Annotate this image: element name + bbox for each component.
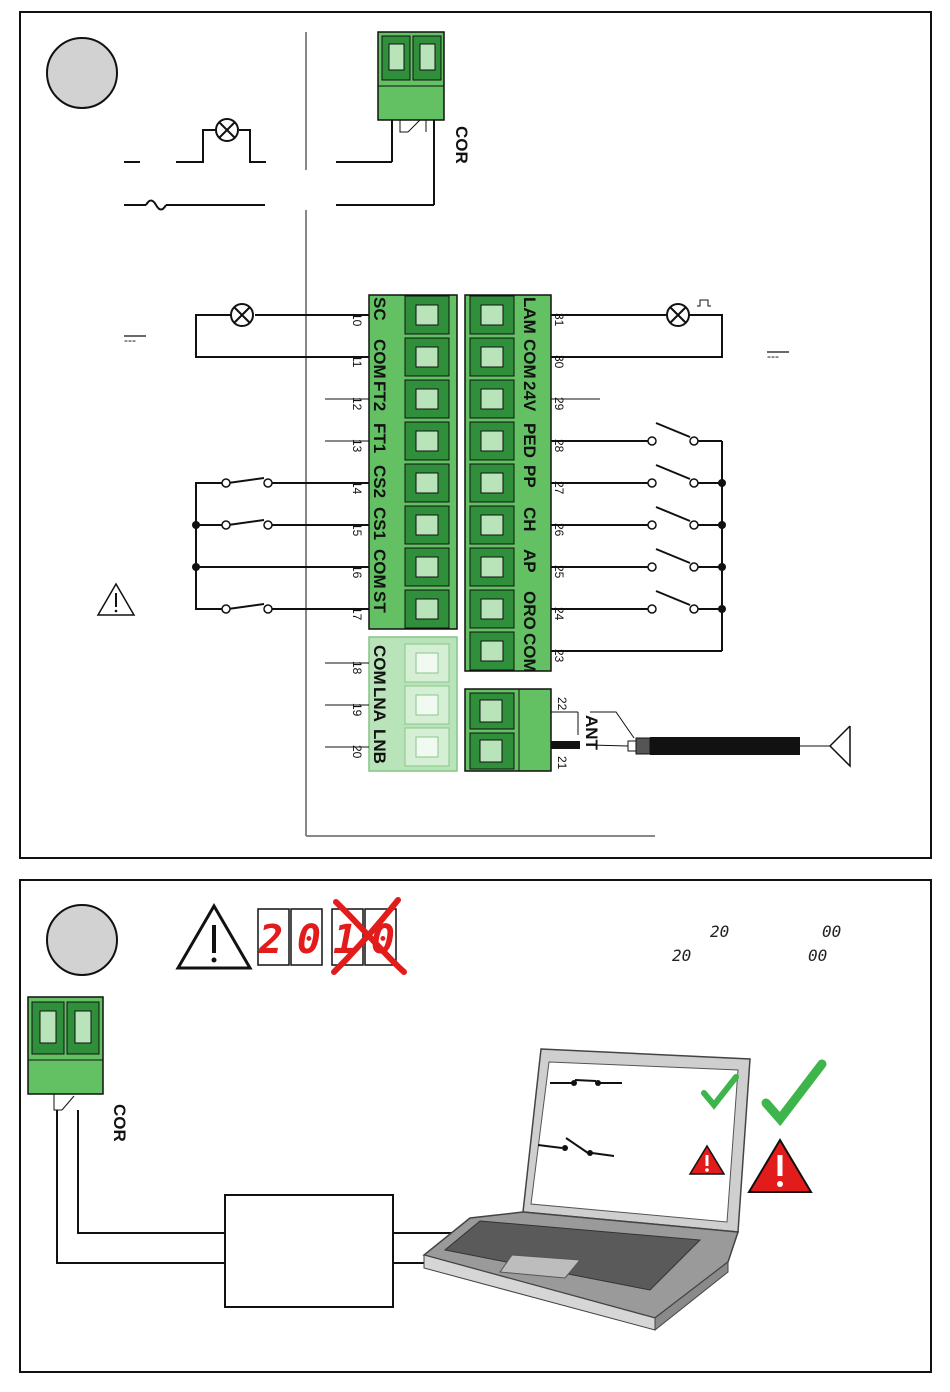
dc-symbol-left: --- — [124, 333, 136, 347]
check-icon — [766, 1064, 822, 1119]
legend-b-bottom: 00 — [808, 946, 827, 965]
left-label-15: CS1 — [370, 507, 389, 540]
right-label-29: 24V — [520, 381, 539, 412]
right-label-31: LAM — [520, 297, 539, 334]
antenna-num-22: 22 — [555, 697, 569, 711]
right-label-26: CH — [520, 507, 539, 532]
panel-2-frame — [20, 880, 931, 1372]
cor-label-top: COR — [452, 126, 471, 164]
pushbutton-switch-4 — [551, 549, 726, 571]
right-label-24: ORO — [520, 591, 539, 630]
right-label-28: PED — [520, 423, 539, 458]
right-side-wiring — [551, 300, 726, 651]
left-opt-label-18: COM — [370, 645, 389, 685]
left-side-wiring — [192, 304, 369, 747]
legend-a-top: 20 — [710, 922, 729, 941]
cor-label-bottom: COR — [110, 1104, 129, 1142]
warning-triangle-icon — [98, 584, 134, 615]
left-label-17: ST — [370, 591, 389, 613]
pushbutton-switch-1 — [551, 423, 722, 445]
antenna-terminal-block — [465, 689, 551, 771]
legend-a-bottom: 20 — [672, 946, 691, 965]
antenna-label: ANT — [582, 715, 601, 751]
left-opt-label-20: LNB — [370, 729, 389, 764]
right-label-27: PP — [520, 465, 539, 488]
left-label-12: FT2 — [370, 381, 389, 411]
right-label-25: AP — [520, 549, 539, 573]
pushbutton-switch-2 — [551, 465, 726, 487]
right-label-23: COM — [520, 633, 539, 673]
cor-relay-terminal — [378, 32, 444, 132]
antenna-num-21: 21 — [555, 756, 569, 770]
pushbutton-switch-3 — [551, 507, 726, 529]
interface-box — [225, 1195, 393, 1307]
dc-symbol-right: --- — [767, 349, 779, 363]
left-opt-label-19: LNA — [370, 687, 389, 722]
left-label-11: COM — [370, 339, 389, 379]
panel-1-step-badge — [47, 38, 117, 108]
right-label-30: COM — [520, 339, 539, 379]
legend-b-top: 00 — [822, 922, 841, 941]
laptop-icon — [424, 1049, 750, 1330]
alert-triangle-red-icon — [749, 1140, 811, 1192]
mains-lamp-circuit — [124, 119, 434, 210]
pushbutton-switch-5 — [551, 591, 726, 613]
panel-2-step-badge — [47, 905, 117, 975]
left-label-16: COM — [370, 549, 389, 589]
left-label-10: SC — [370, 297, 389, 321]
left-label-14: CS2 — [370, 465, 389, 498]
left-label-13: FT1 — [370, 423, 389, 453]
cor-relay-terminal-2 — [28, 997, 103, 1110]
warning-triangle-large-icon — [178, 906, 250, 968]
